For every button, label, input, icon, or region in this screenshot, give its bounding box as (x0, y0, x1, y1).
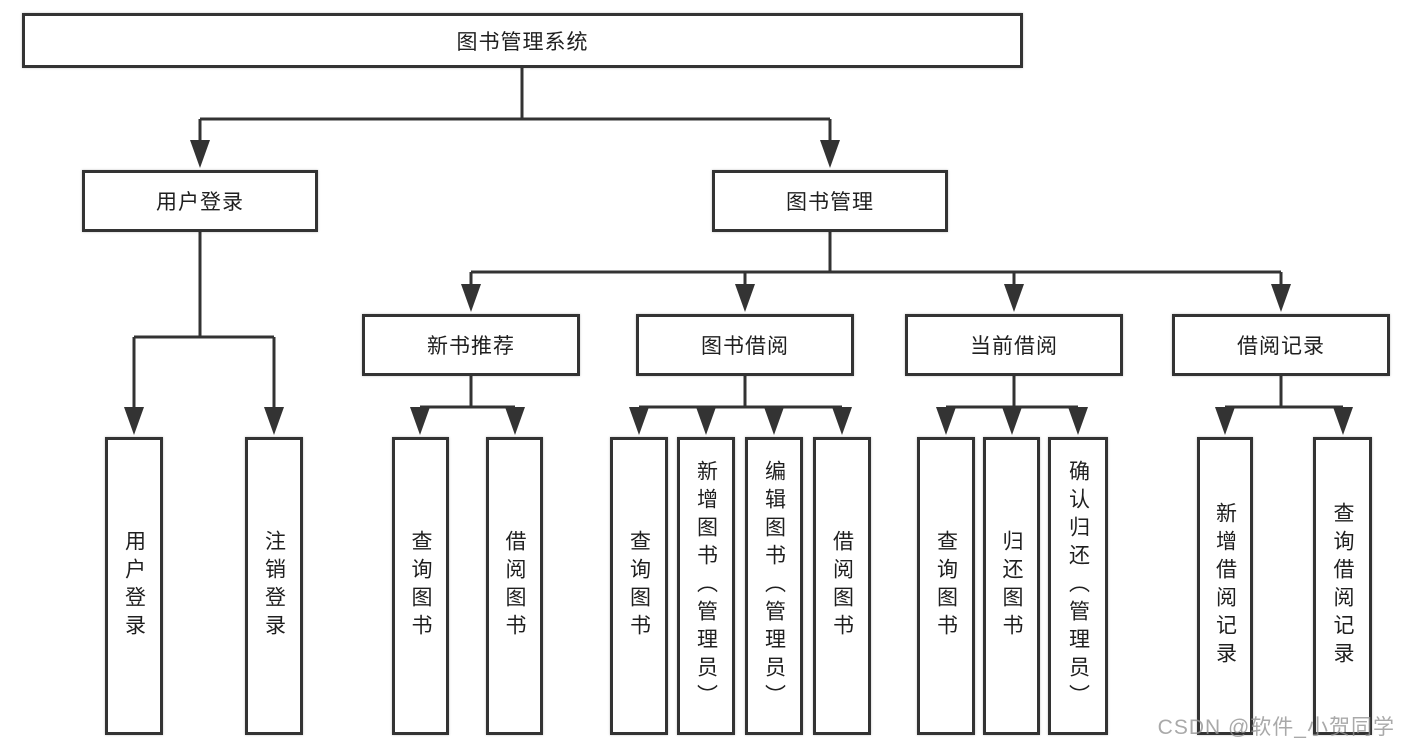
leaf-bb-add-book-admin: 新增图书（管理员） (677, 437, 735, 735)
leaf-br-query-record: 查询借阅记录 (1313, 437, 1372, 735)
leaf-bb-borrow-book: 借阅图书 (813, 437, 871, 735)
leaf-cb-return-book-label: 归还图书 (1000, 530, 1023, 642)
node-book-management: 图书管理 (712, 170, 948, 232)
leaf-nbr-query-book-label: 查询图书 (409, 530, 432, 642)
leaf-br-add-record-label: 新增借阅记录 (1213, 502, 1237, 670)
leaf-cb-confirm-return-admin-label: 确认归还（管理员） (1066, 460, 1090, 712)
leaf-user-login: 用户登录 (105, 437, 163, 735)
node-current-borrow-label: 当前借阅 (970, 335, 1058, 358)
leaf-cb-return-book: 归还图书 (983, 437, 1040, 735)
leaf-logout-login-label: 注销登录 (262, 530, 286, 642)
node-borrow-records: 借阅记录 (1172, 314, 1390, 376)
node-book-borrow-label: 图书借阅 (701, 335, 789, 358)
node-user-login-label: 用户登录 (156, 191, 244, 214)
leaf-cb-query-book-label: 查询图书 (934, 530, 958, 642)
leaf-cb-query-book: 查询图书 (917, 437, 975, 735)
leaf-nbr-query-book: 查询图书 (392, 437, 449, 735)
leaf-bb-edit-book-admin-label: 编辑图书（管理员） (762, 460, 786, 712)
leaf-bb-borrow-book-label: 借阅图书 (830, 530, 854, 642)
node-root-label: 图书管理系统 (456, 30, 589, 54)
node-current-borrow: 当前借阅 (905, 314, 1123, 376)
node-new-book-recommend-label: 新书推荐 (427, 335, 515, 358)
leaf-nbr-borrow-book-label: 借阅图书 (503, 530, 526, 642)
leaf-bb-edit-book-admin: 编辑图书（管理员） (745, 437, 803, 735)
node-new-book-recommend: 新书推荐 (362, 314, 580, 376)
leaf-br-add-record: 新增借阅记录 (1197, 437, 1253, 735)
leaf-br-query-record-label: 查询借阅记录 (1331, 502, 1354, 670)
node-borrow-records-label: 借阅记录 (1237, 335, 1325, 358)
leaf-logout-login: 注销登录 (245, 437, 303, 735)
node-book-borrow: 图书借阅 (636, 314, 854, 376)
leaf-bb-add-book-admin-label: 新增图书（管理员） (694, 460, 718, 712)
node-root: 图书管理系统 (22, 13, 1023, 68)
node-book-management-label: 图书管理 (786, 191, 874, 214)
leaf-bb-query-book-label: 查询图书 (627, 530, 651, 642)
leaf-bb-query-book: 查询图书 (610, 437, 668, 735)
leaf-cb-confirm-return-admin: 确认归还（管理员） (1048, 437, 1108, 735)
node-user-login: 用户登录 (82, 170, 318, 232)
leaf-user-login-label: 用户登录 (122, 530, 146, 642)
leaf-nbr-borrow-book: 借阅图书 (486, 437, 543, 735)
watermark: CSDN @软件_小贺同学 (1157, 716, 1395, 739)
